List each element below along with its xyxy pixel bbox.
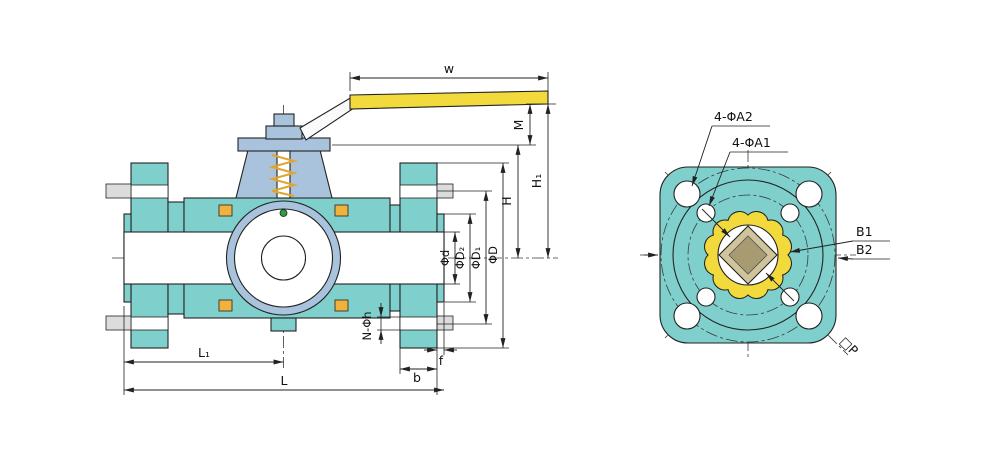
- ball-bore: [260, 235, 307, 281]
- outer-bolt-circle: [660, 167, 836, 343]
- dim-phi-D-label: ΦD: [486, 246, 500, 264]
- stem-pin: [279, 209, 288, 217]
- corner-bolt-holes: [673, 180, 823, 330]
- dim-phi-D: ΦD: [437, 162, 509, 349]
- dim-n-phi-h-label: N-Φh: [360, 311, 374, 340]
- dim-L1-label: L₁: [198, 345, 210, 360]
- label-holes-outer: 4-ΦA2: [691, 109, 770, 187]
- dim-L-label: L: [281, 373, 288, 388]
- handle-grip: [349, 90, 549, 110]
- dim-phi-D1: ΦD₁: [437, 190, 492, 325]
- dim-M: M: [332, 103, 556, 146]
- dim-phi-d: Φd: [438, 231, 460, 285]
- dim-H: H: [499, 145, 521, 258]
- dim-f: f: [424, 303, 457, 395]
- label-B2: B2: [837, 242, 890, 262]
- seat-rings: [218, 204, 349, 312]
- stem-nut: [273, 113, 295, 127]
- dim-phi-D1-label: ΦD₁: [469, 247, 483, 270]
- stem-square-inner: [728, 235, 768, 275]
- label-holes-inner: 4-ΦA1: [708, 135, 788, 207]
- bonnet-plate: [237, 137, 331, 152]
- inner-bolt-circle: [687, 194, 809, 316]
- flange-studs: [105, 183, 454, 331]
- end-view: 4-ΦA2 4-ΦA1 B1 B2 □P: [640, 109, 890, 360]
- dim-H1-label: H₁: [529, 174, 544, 188]
- dim-f-label: f: [439, 353, 444, 368]
- square-P-label: □P: [837, 334, 862, 359]
- bonnet-assembly: [235, 113, 333, 199]
- dim-w-label: w: [444, 61, 454, 76]
- dim-H1: H₁: [529, 104, 551, 258]
- dim-L1: L₁: [123, 306, 284, 395]
- bottom-trunnion: [270, 317, 297, 332]
- B1-text: B1: [856, 224, 873, 239]
- holes-inner-text: 4-ΦA1: [732, 135, 771, 150]
- dim-n-phi-h: N-Φh: [360, 303, 400, 344]
- flange-bolt-holes: [130, 184, 438, 331]
- dim-phi-d-label: Φd: [438, 250, 452, 266]
- front-section-view: w M H H₁ Φd Φ: [105, 61, 558, 395]
- dim-phi-D2-label: ΦD₂: [453, 247, 467, 270]
- dim-b-label: b: [413, 370, 421, 385]
- label-B1: B1: [789, 224, 890, 253]
- handle-lever: [299, 96, 358, 141]
- dim-H-label: H: [499, 196, 514, 205]
- dim-M-label: M: [511, 120, 526, 131]
- dim-w: w: [349, 61, 549, 91]
- gland-clamp: [265, 125, 303, 140]
- dim-L: L: [124, 373, 444, 393]
- holes-outer-text: 4-ΦA2: [714, 109, 753, 124]
- packing-spring: [268, 154, 298, 197]
- dim-phi-D2: ΦD₂: [444, 213, 476, 303]
- dim-b: b: [399, 348, 437, 385]
- B2-text: B2: [856, 242, 873, 257]
